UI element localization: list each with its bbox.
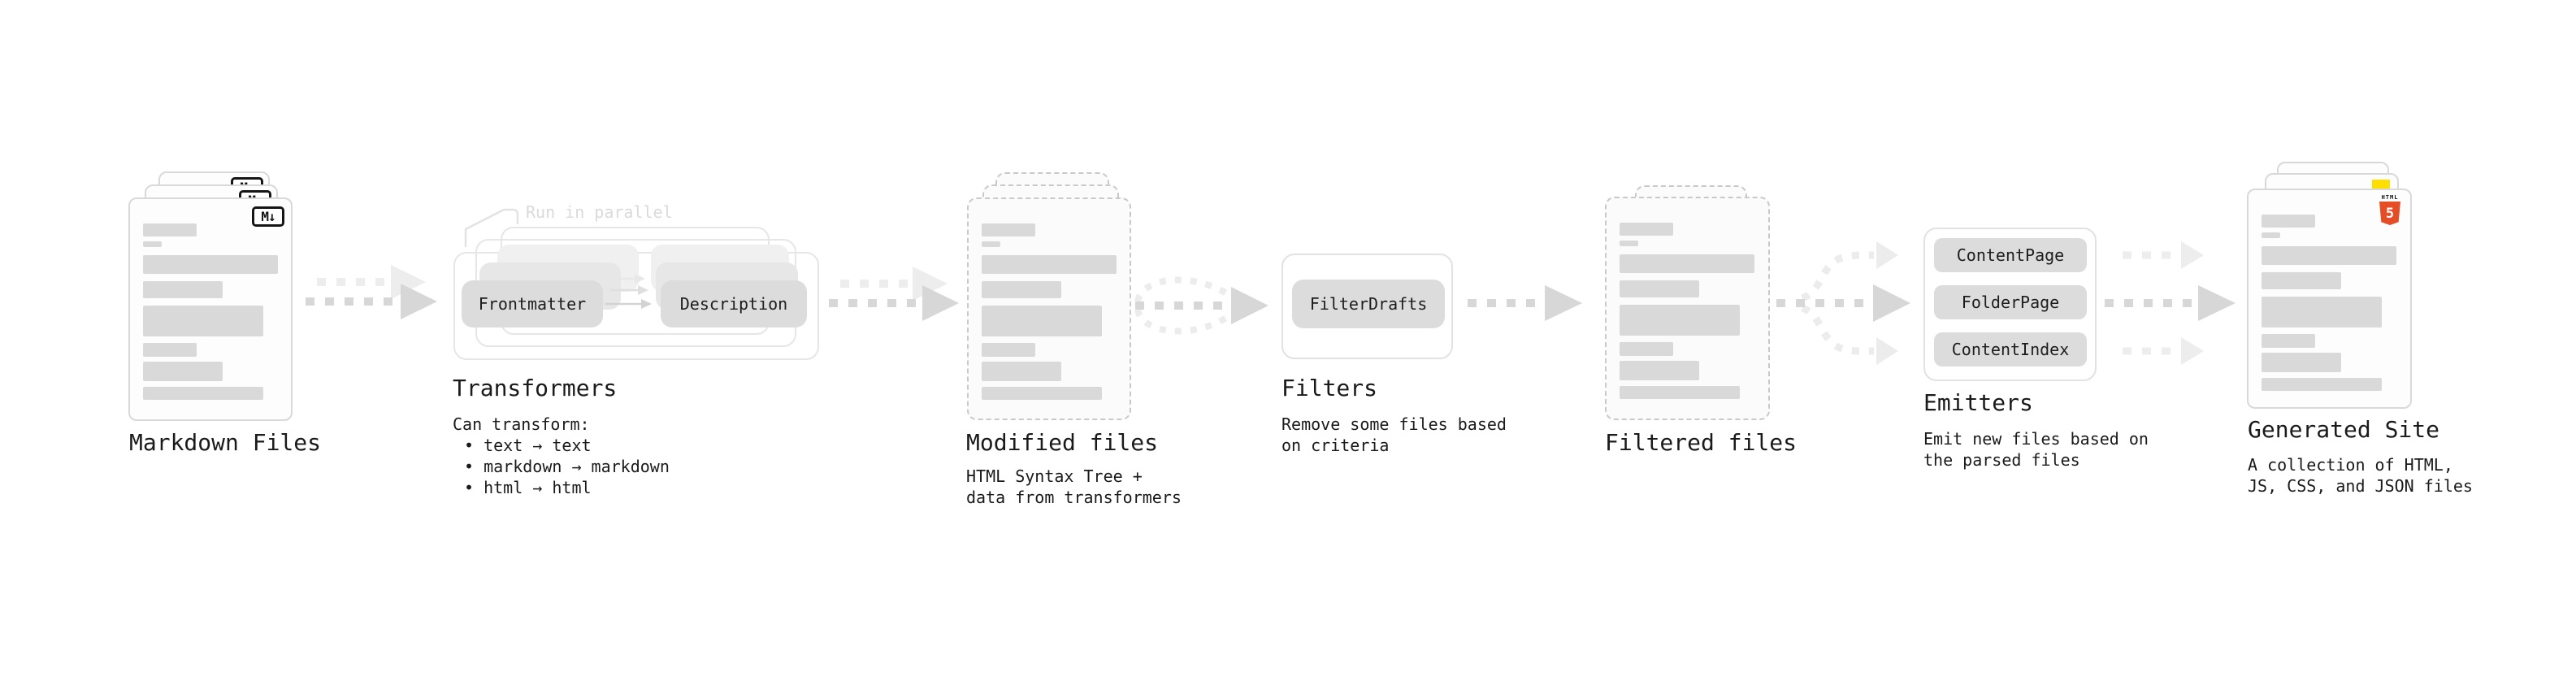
run-in-parallel-note: Run in parallel: [526, 202, 673, 222]
generated-site-label: Generated Site: [2248, 416, 2440, 443]
filters-sub: Remove some files based: [1281, 414, 1507, 434]
placeholder-bar: [2262, 232, 2280, 238]
placeholder-bar: [982, 241, 1000, 247]
contentpage-pill: ContentPage: [1934, 238, 2087, 272]
markdown-files-label: Markdown Files: [129, 429, 322, 456]
filters-title: Filters: [1281, 375, 1378, 401]
placeholder-bar: [982, 343, 1035, 357]
placeholder-bar: [2262, 334, 2315, 348]
placeholder-bar: [982, 281, 1061, 298]
placeholder-bar: [982, 362, 1061, 381]
arrow-markdown-to-transformers: [306, 265, 437, 319]
placeholder-bar: [982, 387, 1102, 400]
generated-site-sub: A collection of HTML,: [2248, 455, 2453, 475]
placeholder-bar: [143, 343, 197, 357]
filters-sub: on criteria: [1281, 436, 1390, 455]
placeholder-bar: [2262, 297, 2382, 327]
emitters-sub: the parsed files: [1923, 450, 2080, 470]
placeholder-bar: [1620, 361, 1699, 380]
generated-site-sub: JS, CSS, and JSON files: [2248, 476, 2473, 496]
emitters-sub: Emit new files based on: [1923, 429, 2149, 449]
contentindex-pill: ContentIndex: [1934, 332, 2087, 367]
filtered-files-label: Filtered files: [1605, 429, 1798, 456]
placeholder-bar: [143, 223, 197, 236]
transformers-note-heading: Can transform:: [453, 414, 590, 434]
filtered-doc-front: [1605, 197, 1770, 420]
placeholder-bar: [1620, 280, 1699, 297]
placeholder-bar: [143, 241, 162, 247]
js-icon: [2372, 180, 2390, 189]
generated-doc-front: HTML 5: [2247, 189, 2412, 409]
placeholder-bar: [1620, 386, 1740, 399]
frontmatter-pill: Frontmatter: [462, 280, 603, 327]
emitters-title: Emitters: [1923, 389, 2033, 416]
description-pill: Description: [661, 280, 807, 327]
html5-shield: 5: [2379, 202, 2400, 225]
transformers-bullet: • html → html: [464, 478, 592, 497]
placeholder-bar: [982, 255, 1117, 274]
modified-files-label: Modified files: [966, 429, 1159, 456]
placeholder-bar: [2262, 353, 2341, 372]
placeholder-bar: [1620, 305, 1740, 336]
placeholder-bar: [143, 281, 223, 298]
placeholder-bar: [143, 306, 263, 336]
transformers-title: Transformers: [453, 375, 618, 401]
placeholder-bar: [1620, 241, 1638, 246]
arrow-filtered-to-emitters-split: [1776, 241, 1910, 365]
placeholder-bar: [1620, 254, 1754, 273]
arrow-transformers-to-modified: [829, 267, 959, 321]
arrow-modified-to-filters-merge: [1134, 276, 1268, 335]
modified-files-sub: HTML Syntax Tree +: [966, 466, 1143, 486]
modified-doc-front: [967, 197, 1131, 420]
transformers-bullet: • text → text: [464, 436, 592, 455]
html5-wordmark: HTML: [2381, 194, 2399, 201]
placeholder-bar: [1620, 342, 1673, 356]
placeholder-bar: [982, 306, 1102, 336]
placeholder-bar: [143, 362, 223, 381]
filterdrafts-pill: FilterDrafts: [1292, 280, 1445, 328]
arrow-filters-to-filtered: [1468, 285, 1582, 321]
transformers-bullet: • markdown → markdown: [464, 457, 670, 476]
placeholder-bar: [2262, 272, 2341, 289]
placeholder-bar: [143, 387, 263, 400]
html5-icon: HTML 5: [2378, 194, 2402, 225]
placeholder-bar: [2262, 215, 2315, 228]
placeholder-bar: [1620, 223, 1673, 236]
markdown-icon: M↓: [252, 206, 284, 227]
placeholder-bar: [143, 255, 278, 274]
markdown-doc-front: M↓: [128, 197, 293, 421]
arrow-emitters-to-generated: [2105, 241, 2236, 365]
modified-files-sub: data from transformers: [966, 488, 1182, 507]
placeholder-bar: [2262, 378, 2382, 391]
folderpage-pill: FolderPage: [1934, 285, 2087, 319]
placeholder-bar: [982, 223, 1035, 236]
placeholder-bar: [2262, 246, 2396, 265]
